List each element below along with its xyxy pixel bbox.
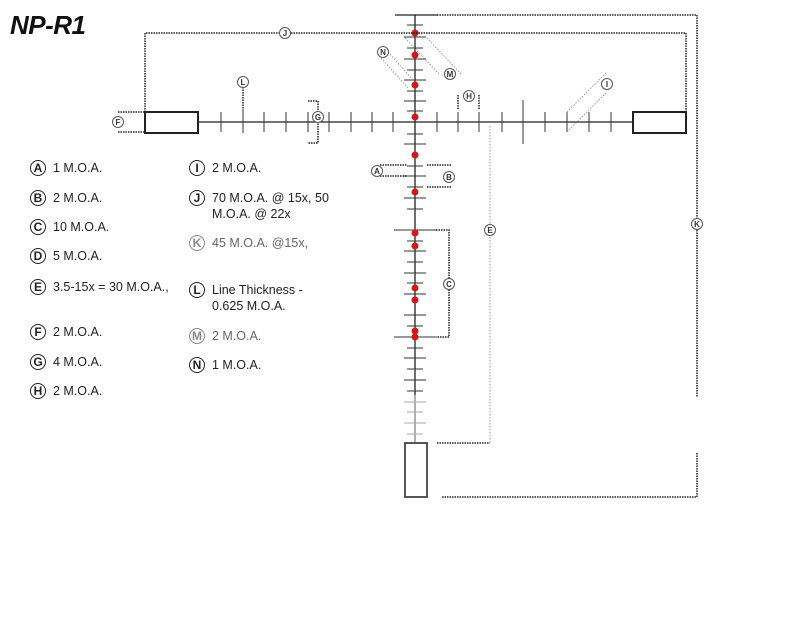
legend-item-i: I 2 M.O.A. — [189, 160, 261, 176]
legend-badge-f: F — [30, 324, 46, 340]
legend-text-m: 2 M.O.A. — [212, 329, 262, 343]
label-m: M — [447, 70, 454, 79]
legend-item-d: D 5 M.O.A. — [30, 248, 102, 264]
legend-badge-l: L — [189, 282, 205, 298]
label-i: I — [606, 80, 608, 89]
legend-text-h: 2 M.O.A. — [53, 384, 103, 398]
legend-text-l: Line Thickness - 0.625 M.O.A. — [212, 283, 303, 313]
label-j: J — [283, 29, 287, 38]
label-c: C — [446, 280, 452, 289]
label-e: E — [487, 226, 493, 235]
legend-item-h: H 2 M.O.A. — [30, 383, 102, 399]
legend-badge-c: C — [30, 219, 46, 235]
legend-item-n: N 1 M.O.A. — [189, 357, 261, 373]
legend-text-d: 5 M.O.A. — [53, 249, 103, 263]
legend-text-k: 45 M.O.A. @15x, — [212, 236, 309, 250]
legend-badge-e: E — [30, 279, 46, 295]
label-k: K — [694, 220, 700, 229]
label-a: A — [374, 167, 380, 176]
legend-badge-d: D — [30, 248, 46, 264]
legend-badge-a: A — [30, 160, 46, 176]
legend-text-b: 2 M.O.A. — [53, 191, 103, 205]
legend-text-n: 1 M.O.A. — [212, 358, 262, 372]
legend-badge-g: G — [30, 354, 46, 370]
legend-item-j: J 70 M.O.A. @ 15x, 50 M.O.A. @ 22x — [189, 190, 329, 222]
legend-item-f: F 2 M.O.A. — [30, 324, 102, 340]
label-g: G — [315, 113, 321, 122]
label-l: L — [241, 78, 246, 87]
legend-item-m: M 2 M.O.A. — [189, 328, 261, 344]
legend-item-a: A 1 M.O.A. — [30, 160, 102, 176]
legend-item-c: C 10 M.O.A. — [30, 219, 109, 235]
label-n: N — [380, 48, 386, 57]
legend-item-e: E 3.5-15x = 30 M.O.A., — [30, 279, 169, 295]
reticle-title: NP-R1 — [10, 10, 86, 40]
label-f: F — [116, 118, 121, 127]
legend-text-f: 2 M.O.A. — [53, 325, 103, 339]
label-b: B — [446, 173, 452, 182]
legend-badge-b: B — [30, 190, 46, 206]
legend-text-j: 70 M.O.A. @ 15x, 50 M.O.A. @ 22x — [212, 191, 329, 221]
label-h: H — [466, 92, 472, 101]
legend-text-g: 4 M.O.A. — [53, 355, 103, 369]
legend-badge-h: H — [30, 383, 46, 399]
legend-badge-i: I — [189, 160, 205, 176]
legend-badge-m: M — [189, 328, 205, 344]
legend-item-b: B 2 M.O.A. — [30, 190, 102, 206]
legend-text-a: 1 M.O.A. — [53, 161, 103, 175]
legend-text-c: 10 M.O.A. — [53, 220, 110, 234]
legend-badge-k: K — [189, 235, 205, 251]
legend-text-e: 3.5-15x = 30 M.O.A., — [53, 280, 169, 294]
legend-badge-n: N — [189, 357, 205, 373]
legend-item-l: L Line Thickness - 0.625 M.O.A. — [189, 282, 303, 314]
legend-item-k: K 45 M.O.A. @15x, — [189, 235, 308, 251]
legend-text-i: 2 M.O.A. — [212, 161, 262, 175]
legend-item-g: G 4 M.O.A. — [30, 354, 102, 370]
legend-badge-j: J — [189, 190, 205, 206]
